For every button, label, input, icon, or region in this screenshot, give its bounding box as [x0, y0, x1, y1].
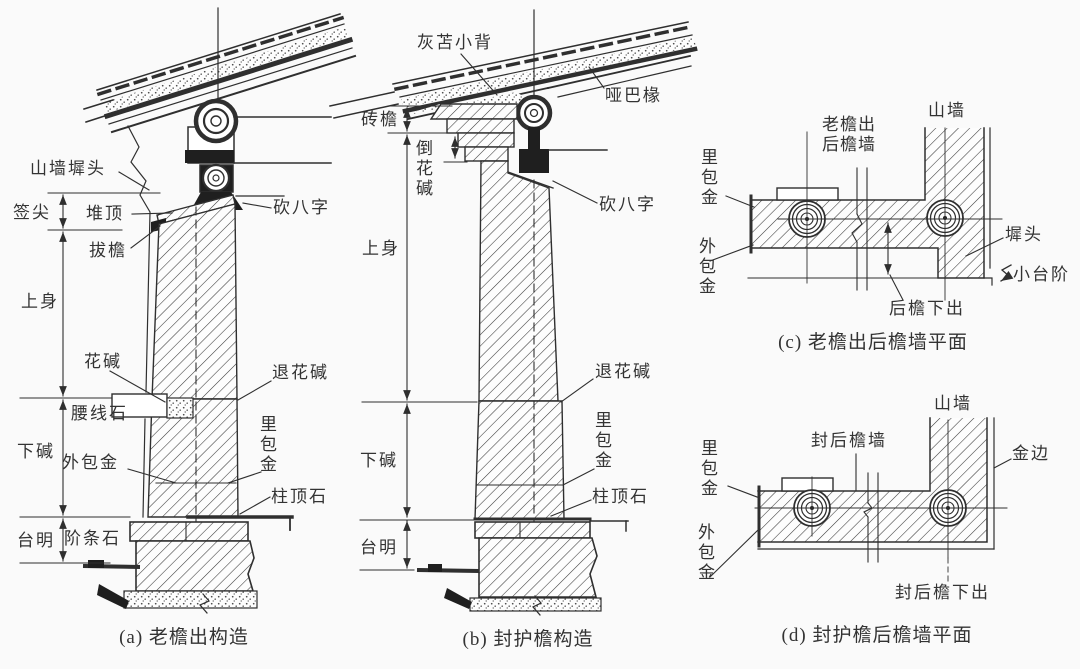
label-shanqiang-c: 山墙: [928, 101, 966, 120]
wall-b: [429, 103, 565, 599]
label-jinbian: 金边: [1012, 444, 1050, 463]
label-xiajian-b: 下碱: [360, 451, 398, 470]
break-lines-d: [863, 472, 879, 563]
label-shanqiang-d: 山墙: [934, 394, 972, 413]
caption-b: (b) 封护檐构造: [462, 629, 594, 650]
panel-b-section: [329, 9, 698, 616]
caption-a: (a) 老檐出构造: [119, 627, 249, 648]
panel-c-plan: [709, 127, 1014, 301]
wall-plan-c: [752, 128, 984, 278]
label-taiming-b: 台明: [360, 538, 398, 557]
dimensions-b: [359, 105, 478, 571]
leaders-d: [709, 453, 1012, 578]
panel-a-section: [19, 7, 357, 614]
label-fenghouyanqiang: 封后檐墙: [811, 431, 887, 450]
panel-d-plan: [709, 417, 1012, 582]
purlin-assembly-a: [185, 7, 332, 210]
label-kanbazi-b: 砍八字: [599, 195, 656, 214]
label-taiming-a: 台明: [17, 531, 55, 550]
label-fenghouyanxiachu: 封后檐下出: [895, 583, 990, 602]
label-shangshen-a: 上身: [21, 292, 59, 311]
label-chitou: 墀头: [1005, 225, 1043, 244]
dimensions-a: [19, 192, 161, 564]
label-waibaojin-c: 外 包 金: [699, 237, 716, 297]
label-libaojin-a: 里 包 金: [260, 415, 277, 475]
pilaster-outline-d: [781, 477, 834, 492]
purlin-assembly-b: [507, 9, 608, 189]
leaders-b: [460, 53, 605, 517]
label-waibaojin-a: 外包金: [62, 453, 119, 472]
label-laoyanchu-houyanqiang: 老檐出 后檐墙: [822, 115, 876, 155]
label-zhudingshi-a: 柱顶石: [271, 487, 328, 506]
wall-a: [111, 125, 239, 598]
label-zhudingshi-b: 柱顶石: [592, 487, 649, 506]
roof-a: [83, 13, 357, 134]
label-zhuanyan: 砖檐: [361, 110, 399, 129]
label-duiding: 堆顶: [86, 204, 124, 223]
label-waibaojin-d: 外 包 金: [698, 523, 715, 583]
label-shangshen-b: 上身: [362, 239, 400, 258]
label-libaojin-b: 里 包 金: [595, 411, 612, 471]
platform-b: [416, 517, 629, 616]
label-tuihuajian-b: 退花碱: [595, 362, 652, 381]
label-huishanxiaobei: 灰苫小背: [417, 33, 493, 52]
centerlines-c: [777, 127, 1003, 301]
label-yaoxianshi: 腰线石: [71, 404, 128, 423]
label-shanqiang-chitou: 山墙墀头: [30, 159, 106, 178]
label-jietiaoshi: 阶条石: [64, 529, 121, 548]
centerlines-d: [754, 419, 1008, 582]
label-xiaotaijie: 小台阶: [1013, 265, 1070, 284]
label-qianjian: 签尖: [13, 203, 51, 222]
label-libaojin-c: 里 包 金: [701, 148, 718, 208]
leaders-c: [709, 195, 1004, 301]
label-libaojin-d: 里 包 金: [701, 439, 718, 499]
label-daohuajian: 倒 花 碱: [416, 139, 433, 199]
label-tuihuajian-a: 退花碱: [272, 363, 329, 382]
leaders-a: [109, 171, 272, 515]
label-houyanxiachu: 后檐下出: [889, 299, 965, 318]
break-lines-c: [851, 167, 868, 291]
label-huajian: 花碱: [84, 352, 122, 371]
pilaster-outline-c: [776, 187, 839, 201]
label-xiajian-a: 下碱: [17, 442, 55, 461]
platform-a: [82, 515, 294, 614]
label-bayan: 拔檐: [89, 241, 127, 260]
caption-d: (d) 封护檐后檐墙平面: [781, 625, 973, 646]
step-arrow-c: [1000, 264, 1014, 282]
label-yabachuan: 哑巴椽: [605, 86, 662, 105]
label-kanbazi-a: 砍八字: [273, 198, 330, 217]
caption-c: (c) 老檐出后檐墙平面: [778, 332, 968, 353]
